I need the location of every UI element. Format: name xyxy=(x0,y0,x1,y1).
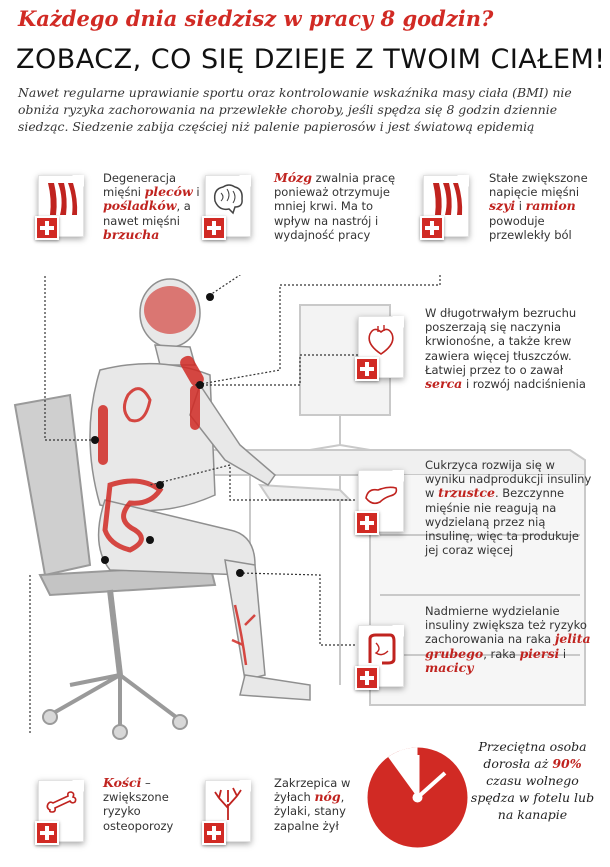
medical-cross-icon xyxy=(202,216,226,240)
fact-neck: Stałe zwiększone napięcie mięśni szyi i … xyxy=(489,171,588,242)
headline-main: ZOBACZ, CO SIĘ DZIEJE Z TWOIM CIAŁEM! xyxy=(16,44,606,75)
medical-cross-icon xyxy=(35,216,59,240)
bone-icon xyxy=(46,791,77,813)
veins-icon xyxy=(214,787,242,820)
medical-cross-icon xyxy=(355,357,379,381)
pancreas-icon xyxy=(365,486,398,505)
bones-card xyxy=(35,780,84,845)
fact-legs: Zakrzepica w żyłach nóg, żylaki, stany z… xyxy=(274,776,351,833)
headline-question: Każdego dnia siedzisz w pracy 8 godzin? xyxy=(18,6,494,31)
heart-icon xyxy=(368,325,394,355)
pancreas-card xyxy=(355,470,404,535)
connector-dots xyxy=(91,293,244,577)
heart-card xyxy=(355,316,404,381)
medical-cross-icon xyxy=(202,821,226,845)
clock-slice xyxy=(388,747,418,798)
colon-card xyxy=(355,625,404,690)
organs xyxy=(98,286,256,666)
fact-colon: Nadmierne wydzielanie insuliny zwiększa … xyxy=(425,604,591,675)
legs-card xyxy=(202,780,251,845)
medical-cross-icon xyxy=(355,511,379,535)
muscle-card xyxy=(35,175,84,240)
neck-card xyxy=(420,175,469,240)
medical-cross-icon xyxy=(35,821,59,845)
medical-cross-icon xyxy=(420,216,444,240)
fact-bones: Kości – zwiększone ryzyko osteoporozy xyxy=(103,775,174,833)
clock-icon xyxy=(367,747,468,848)
fact-pancreas: Cukrzyca rozwija się w wyniku nadprodukc… xyxy=(425,458,592,558)
muscle-icon xyxy=(433,183,463,215)
connector-lines xyxy=(29,275,441,735)
medical-cross-icon xyxy=(355,666,379,690)
intro-text: Nawet regularne uprawianie sportu oraz k… xyxy=(18,85,572,134)
fact-heart: W długotrwałym bezruchu poszerzają się n… xyxy=(425,306,586,392)
brain-icon xyxy=(213,184,243,215)
muscle-icon xyxy=(48,183,78,215)
clock-caption: Przeciętna osoba dorosła aż 90% czasu wo… xyxy=(470,739,595,822)
intestine-icon xyxy=(368,633,396,665)
clock-hand-short xyxy=(416,771,447,799)
brain-card xyxy=(202,175,251,240)
fact-muscles: Degeneracja mięśni pleców i pośladków, a… xyxy=(103,171,200,242)
fact-brain: Mózg zwalnia pracę ponieważ otrzymuje mn… xyxy=(274,170,396,242)
